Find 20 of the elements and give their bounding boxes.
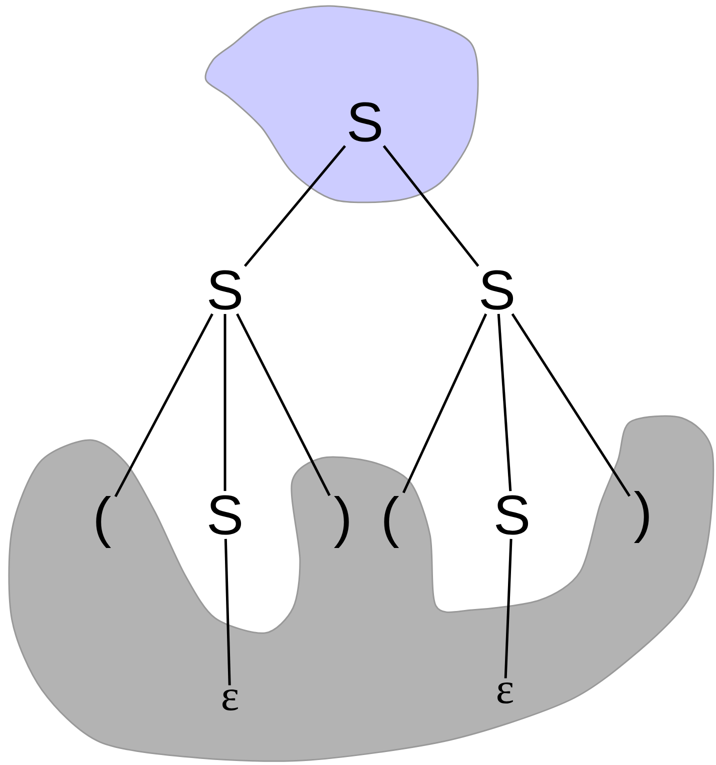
tree-edge <box>244 145 346 267</box>
tree-symbol: ε <box>222 689 238 711</box>
tree-edge <box>224 538 231 686</box>
tree-edge <box>224 314 226 492</box>
tree-symbol: ( <box>384 496 399 548</box>
tree-symbol: S <box>208 270 242 310</box>
tree-symbol: S <box>480 270 514 310</box>
tree-edge <box>236 313 331 496</box>
tree-edge <box>382 145 480 267</box>
tree-symbol: ε <box>497 682 513 704</box>
tree-edge <box>114 313 214 498</box>
tree-symbol: ) <box>334 496 349 548</box>
tree-symbol: ) <box>634 491 649 543</box>
tree-symbol: S <box>496 495 528 535</box>
tree-edge <box>497 314 512 492</box>
tree-symbol: ( <box>96 496 111 548</box>
tree-symbol: S <box>348 102 382 142</box>
tree-edge <box>511 313 631 497</box>
tree-symbol: S <box>208 495 242 535</box>
tree-edge <box>504 538 512 678</box>
